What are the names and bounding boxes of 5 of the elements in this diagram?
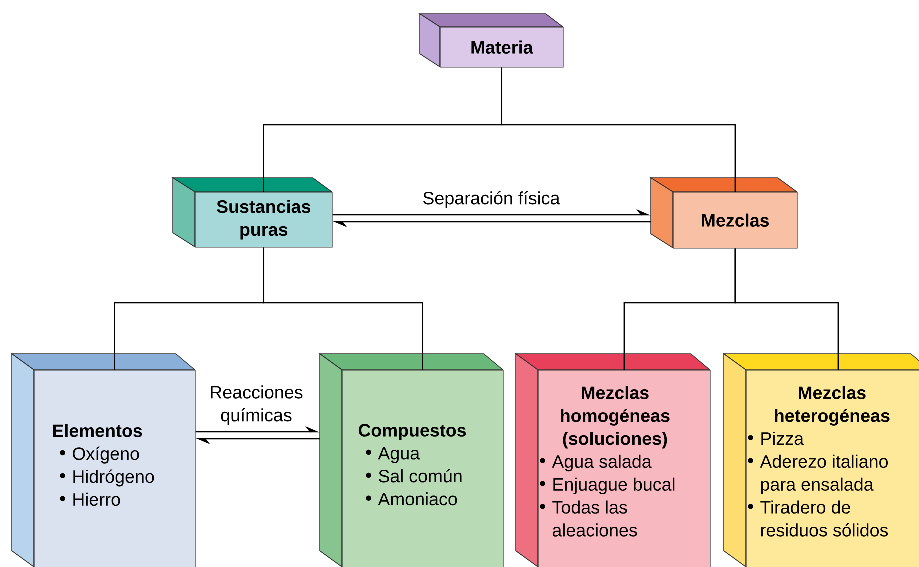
connector-line xyxy=(263,248,424,370)
connector-line xyxy=(734,248,839,370)
edge-label: Reacciones químicas xyxy=(200,384,312,426)
connector-line xyxy=(501,68,736,192)
edge-label: Separación física xyxy=(422,190,562,210)
